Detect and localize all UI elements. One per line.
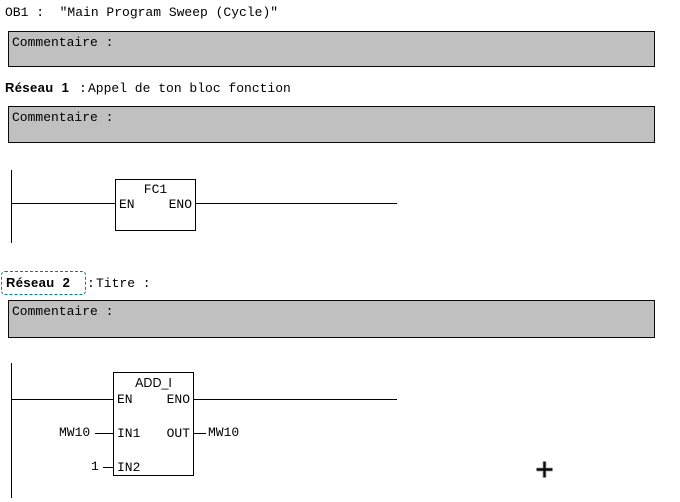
network1-power-rail [11, 170, 12, 243]
network2-in2-wire [103, 467, 113, 468]
network2-eno-wire [194, 399, 397, 400]
network2-label[interactable]: Réseau 2 [6, 275, 71, 290]
fc1-eno-pin: ENO [168, 197, 192, 212]
block-title: OB1 : "Main Program Sweep (Cycle)" [5, 5, 279, 20]
network2-selection-frame [1, 271, 86, 295]
add-i-block-name: ADD_I [135, 376, 172, 390]
fc1-block[interactable]: FC1 EN ENO [115, 179, 196, 231]
network2-power-rail [11, 363, 12, 498]
network1-comment-box[interactable]: Commentaire : [8, 106, 655, 143]
add-i-in1-pin: IN1 [117, 426, 141, 441]
add-i-eno-pin: ENO [166, 392, 190, 407]
fc1-en-pin: EN [119, 197, 135, 212]
network2-out-wire [194, 433, 206, 434]
out-operand[interactable]: MW10 [208, 425, 240, 440]
network2-colon: : [87, 276, 95, 291]
network1-label[interactable]: Réseau 1 [5, 80, 70, 95]
crosshair-cursor-icon [536, 461, 553, 478]
ob1-comment-box[interactable]: Commentaire : [8, 31, 655, 67]
add-i-block[interactable]: ADD_I EN ENO IN1 OUT IN2 [113, 372, 194, 476]
network1-eno-wire [195, 203, 397, 204]
comment-label: Commentaire : [12, 35, 114, 50]
network2-in1-wire [95, 433, 113, 434]
network2-en-wire [11, 399, 113, 400]
network2-title[interactable]: Titre : [96, 276, 151, 291]
network1-title[interactable]: Appel de ton bloc fonction [88, 81, 291, 96]
add-i-out-pin: OUT [166, 426, 190, 441]
fc1-block-name: FC1 [143, 182, 168, 197]
network1-en-wire [11, 203, 115, 204]
in2-operand[interactable]: 1 [91, 459, 99, 474]
add-i-en-pin: EN [117, 392, 133, 407]
comment-label: Commentaire : [12, 110, 114, 125]
in1-operand[interactable]: MW10 [59, 425, 91, 440]
comment-label: Commentaire : [12, 304, 114, 319]
network2-comment-box[interactable]: Commentaire : [8, 300, 655, 338]
add-i-in2-pin: IN2 [117, 460, 141, 475]
network1-colon: : [79, 81, 87, 96]
